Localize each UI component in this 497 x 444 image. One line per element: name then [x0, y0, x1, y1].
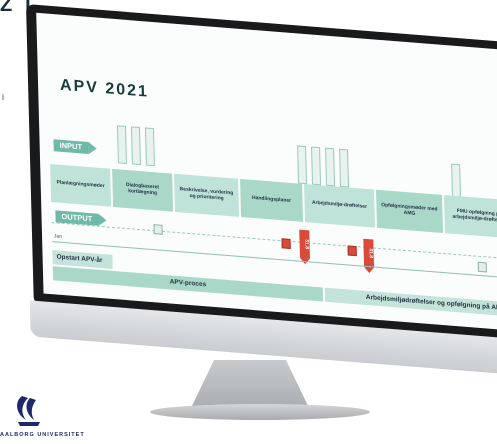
document-icon: [153, 224, 163, 235]
monitor-screen: APV 2021 INPUT OUTPUT Planlægningsmøder …: [36, 12, 497, 334]
step-vurdering: Beskrivelse, vurdering og prioritering: [174, 173, 240, 217]
slide-title: APV 2021: [59, 76, 150, 101]
title-fragment: Z T: [0, 0, 36, 16]
step-kortlaegning: Dialogbaseret kortlægning: [112, 168, 174, 212]
step-arbejdsmiljo: Arbejdsmiljø-drøftelser: [304, 183, 376, 228]
input-tag: [297, 145, 308, 185]
document-icon: [281, 238, 291, 249]
monitor: APV 2021 INPUT OUTPUT Planlægningsmøder …: [26, 4, 497, 379]
document-icon: [347, 245, 357, 257]
document-icon: [477, 261, 487, 273]
input-tag: [311, 146, 322, 186]
deadline-marker: 31.8: [299, 229, 310, 259]
university-logo-icon: [17, 396, 40, 426]
deadline-marker: 31.8: [363, 238, 375, 268]
step-fmu: FMU opfølgning på arbejdsmiljø-drøftelse…: [443, 195, 497, 239]
input-tag: [116, 125, 127, 165]
step-handlingsplaner: Handlingsplaner: [240, 178, 304, 222]
step-planlaegning: Planlægningsmøder: [50, 163, 112, 207]
bar-apv: APV-proces: [52, 266, 324, 302]
bar-arbejdsmiljo: Arbejdsmiljødrøftelser og opfølgning på …: [324, 287, 497, 321]
process-steps: Planlægningsmøder Dialogbaseret kortlægn…: [50, 163, 497, 242]
side-text-fragment: i: [2, 92, 4, 102]
input-tag: [130, 126, 141, 166]
step-opfoelgning-amg: Opfølgningsmøder med AMG: [376, 189, 443, 233]
input-tag: [339, 148, 350, 188]
input-label: INPUT: [53, 139, 89, 154]
jan-label: Jan: [53, 233, 63, 240]
monitor-foot: [150, 404, 370, 420]
monitor-stand: [190, 360, 310, 410]
input-tag: [325, 147, 336, 187]
logo-text: AALBORG UNIVERSITET: [0, 432, 85, 438]
input-tag: [144, 127, 155, 167]
